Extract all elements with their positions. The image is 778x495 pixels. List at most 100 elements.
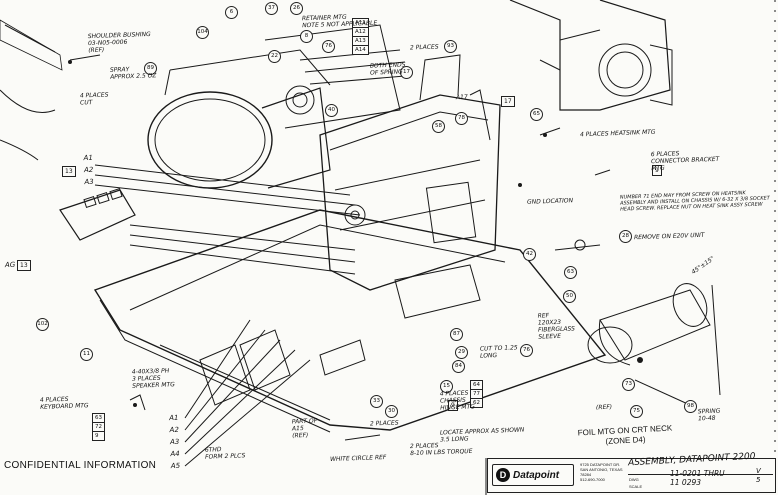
spring-note: SPRING 10-48 bbox=[698, 408, 721, 423]
callout-balloon: 102 bbox=[36, 318, 49, 331]
part-number-range: 11-0201 THRU 11 0293 bbox=[670, 469, 725, 487]
ag-box: 13 bbox=[17, 260, 31, 271]
ag-text: AG bbox=[4, 260, 16, 270]
assembly-ref: A4 bbox=[170, 449, 180, 459]
two-places-mid-note: 2 PLACES bbox=[369, 419, 399, 428]
company-name: Datapoint bbox=[513, 469, 560, 481]
title-block: D Datapoint 9725 DATAPOINT DR. SAN ANTON… bbox=[487, 452, 776, 493]
callout-balloon: 50 bbox=[563, 290, 576, 303]
company-logo: D Datapoint bbox=[492, 464, 574, 486]
callout-balloon: 17 bbox=[400, 66, 413, 79]
assembly-ref: A5 bbox=[170, 461, 181, 471]
assembly-ref: A1 bbox=[83, 153, 93, 163]
callout-balloon: 33 bbox=[370, 395, 383, 408]
assembly-ref: A2 bbox=[169, 425, 179, 435]
address-line: SAN ANTONIO, TEXAS bbox=[580, 467, 623, 472]
sheet-number: 5 bbox=[756, 476, 761, 484]
note-line: CUT bbox=[80, 99, 93, 107]
box-reference: 62 bbox=[470, 398, 483, 408]
callout-balloon: 15 bbox=[440, 380, 453, 393]
callout-balloon: 37 bbox=[265, 2, 278, 15]
box-reference: 9 bbox=[448, 400, 458, 411]
title-field-labels: DWG SCALE bbox=[629, 476, 642, 490]
retainer-note: RETAINER MTG NOTE 5 NOT APPLICABLE bbox=[302, 13, 378, 30]
callout-balloon: 84 bbox=[452, 360, 465, 373]
note-line: HINGE MTG bbox=[440, 403, 475, 412]
note-line: SPEAKER MTG bbox=[132, 381, 175, 390]
part-number-from: 11-0201 bbox=[670, 469, 702, 478]
callout-balloon: 26 bbox=[290, 2, 303, 15]
assembly-ref: A3 bbox=[169, 437, 180, 447]
callout-balloon: 78 bbox=[455, 112, 468, 125]
callout-balloon: 11 bbox=[80, 348, 93, 361]
dwg-label: DWG bbox=[629, 477, 639, 482]
assembly-ref-left: A1 A2 A3 bbox=[83, 152, 94, 188]
box-reference: 17 bbox=[501, 96, 515, 107]
note-line: FORM 2 PLCS bbox=[205, 452, 246, 461]
keyboard-note: 4 PLACES KEYBOARD MTG bbox=[40, 395, 89, 411]
part-number-to: 11 0293 bbox=[670, 478, 702, 487]
note-line: OF SPRING bbox=[370, 68, 403, 77]
two-places-top-note: 2 PLACES bbox=[409, 43, 439, 52]
cut-note: 4 PLACES CUT bbox=[80, 92, 109, 107]
thru-word: THRU bbox=[703, 469, 725, 478]
assembly-ref: A14 bbox=[352, 45, 369, 55]
confidential-label: CONFIDENTIAL INFORMATION bbox=[4, 460, 157, 471]
note-line: (REF) bbox=[292, 431, 309, 440]
connector-note: 6 PLACES CONNECTOR BRACKET MTG bbox=[651, 149, 720, 172]
callout-balloon: 28 bbox=[619, 230, 632, 243]
callout-balloon: 58 bbox=[432, 120, 445, 133]
form-note: 6THD FORM 2 PLCS bbox=[205, 445, 246, 461]
assembly-ref: A1 bbox=[169, 413, 179, 423]
callout-balloon: 87 bbox=[450, 328, 463, 341]
callout-balloon: 76 bbox=[322, 40, 335, 53]
callout-balloon: 89 bbox=[144, 62, 157, 75]
assembly-ref: A2 bbox=[83, 165, 94, 175]
torque-note: 2 PLACES 8-10 IN LBS TORQUE bbox=[410, 441, 473, 457]
assembly-ref-list: A11 A12 A13 A14 bbox=[352, 18, 369, 55]
callout-balloon: 73 bbox=[622, 378, 635, 391]
fiberglass-note: REF 120X23 FIBERGLASS SLEEVE bbox=[538, 311, 576, 340]
callout-balloon: 40 bbox=[325, 104, 338, 117]
note-line: PART OF bbox=[291, 417, 318, 426]
a17-label: A17 bbox=[455, 93, 468, 102]
note-line: 4 PLACES bbox=[79, 91, 109, 100]
address-line: 9725 DATAPOINT DR. bbox=[580, 462, 621, 467]
ref-note: (REF) bbox=[595, 403, 613, 412]
shoulder-bushing-note: SHOULDER BUSHING 03-N05-0006 (REF) bbox=[88, 31, 152, 54]
keyboard-box-stack: 63 72 9 bbox=[92, 413, 105, 441]
title-divider bbox=[628, 474, 773, 475]
callout-balloon: 93 bbox=[444, 40, 457, 53]
logo-disc-icon: D bbox=[496, 468, 510, 482]
spring-ends-note: BOTH ENDS OF SPRING bbox=[370, 61, 406, 76]
callout-balloon: 98 bbox=[684, 400, 697, 413]
cut-length-note: CUT TO 1.25 LONG bbox=[480, 344, 518, 359]
assembly-ref: A3 bbox=[84, 177, 94, 187]
callout-balloon: 6 bbox=[225, 6, 238, 19]
note-line: SLEEVE bbox=[538, 332, 562, 341]
box-stack: 64 77 62 bbox=[470, 380, 483, 408]
chassis-hinge-note: 4 PLACES CHASSIS HINGE MTG bbox=[440, 389, 475, 412]
address-line: 512-690-7000 bbox=[580, 477, 605, 482]
callout-balloon: 29 bbox=[455, 346, 468, 359]
note-line: LONG bbox=[480, 352, 498, 360]
callout-balloon: 42 bbox=[523, 248, 536, 261]
spray-note: SPRAY APPROX 2.5 OZ bbox=[110, 65, 157, 81]
part-of-note: PART OF A15 (REF) bbox=[292, 418, 318, 440]
scale-label: SCALE bbox=[629, 484, 643, 489]
callout-balloon: 63 bbox=[564, 266, 577, 279]
box-reference: 9 bbox=[652, 165, 662, 176]
ag-label: AG bbox=[4, 260, 16, 270]
address-line: 78284 bbox=[580, 472, 592, 477]
box-reference: 13 bbox=[62, 166, 76, 177]
box-reference: 9 bbox=[92, 431, 105, 441]
speaker-note: 4-40X3/8 PH 3 PLACES SPEAKER MTG bbox=[132, 367, 175, 389]
callout-balloon: 30 bbox=[385, 405, 398, 418]
callout-balloon: 76 bbox=[520, 344, 533, 357]
revision-sheet: V 5 bbox=[756, 467, 761, 485]
revision-letter: V bbox=[756, 467, 761, 475]
company-address: 9725 DATAPOINT DR. SAN ANTONIO, TEXAS 78… bbox=[580, 462, 626, 482]
callout-balloon: 75 bbox=[630, 405, 643, 418]
